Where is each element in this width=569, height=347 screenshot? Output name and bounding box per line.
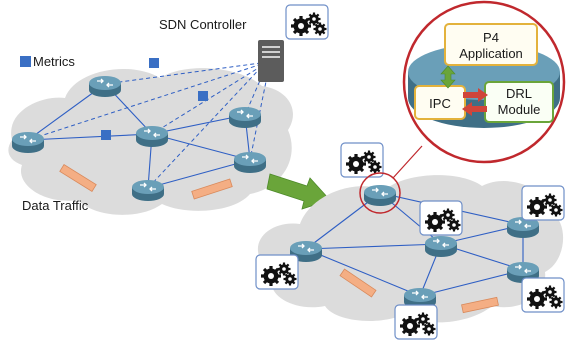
router-icon [228, 106, 262, 129]
p4-application-box [444, 23, 538, 66]
traffic-bars [59, 163, 233, 200]
gear-cluster-icon [420, 201, 462, 235]
ipc-drl-arrows [462, 88, 488, 116]
right-network [256, 143, 564, 339]
left-network: Metrics Data Traffic SDN Controller [8, 5, 328, 215]
p4-label: P4 [483, 30, 499, 45]
router-icon [135, 125, 169, 148]
router-icon [424, 235, 458, 258]
vertical-double-arrow [440, 65, 456, 89]
traffic-bar-icon [461, 296, 499, 314]
traffic-bars [339, 268, 499, 314]
router-icon [131, 179, 165, 202]
server-icon [258, 40, 284, 82]
module-label: Module [498, 102, 541, 117]
metric-squares [101, 58, 208, 140]
router-icon [233, 151, 267, 174]
zoom-circle: P4 Application IPC DRL Module [402, 0, 566, 164]
traffic-bar-icon [191, 178, 233, 200]
metric-square-icon [101, 130, 111, 140]
sdn-controller-label: SDN Controller [159, 17, 247, 32]
traffic-bar-icon [59, 163, 97, 193]
gear-cluster-icon [522, 278, 564, 312]
gear-cluster-icon [256, 255, 298, 289]
metric-square-icon [149, 58, 159, 68]
application-label: Application [459, 46, 523, 61]
drl-module-box [484, 81, 554, 123]
ipc-label: IPC [429, 96, 451, 111]
data-traffic-label: Data Traffic [22, 198, 89, 213]
zoom-connector [392, 145, 423, 179]
ipc-box [414, 85, 466, 120]
zoom-focus-ring [359, 172, 401, 214]
metric-square-icon [198, 91, 208, 101]
router-icon [88, 75, 122, 98]
gear-cluster-icon [395, 305, 437, 339]
router-icon [363, 184, 397, 207]
metrics-legend-square [20, 56, 31, 67]
router-icon [11, 131, 45, 154]
traffic-bar-icon [339, 268, 377, 298]
gear-cluster-icon [522, 186, 564, 220]
metrics-label: Metrics [33, 54, 75, 69]
right-cloud [257, 175, 564, 323]
gear-cluster-icon [286, 5, 328, 39]
gear-cluster-icon [341, 143, 383, 177]
drl-label: DRL [506, 86, 532, 101]
